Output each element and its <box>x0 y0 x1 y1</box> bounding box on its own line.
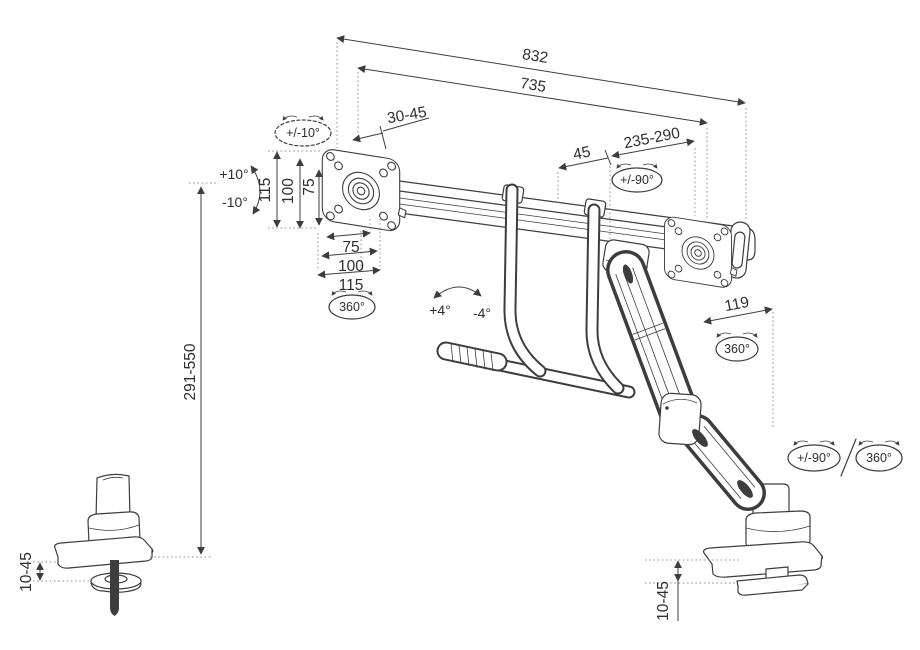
badge-pm90-arm <box>611 163 663 193</box>
lower-arm-line <box>689 437 742 500</box>
lower-arm-line <box>703 425 756 488</box>
tilt-plus4-label: +4° <box>429 302 451 318</box>
badge-360-base-label: 360° <box>866 451 892 465</box>
badge-slash <box>840 438 857 477</box>
badge-pm10-label: +/-10° <box>286 126 320 140</box>
tilt-minus4-label: -4° <box>473 305 491 321</box>
rotation-badges <box>274 115 903 477</box>
arm-piston-line <box>632 267 685 408</box>
badge-pm90-arm-label: +/-90° <box>620 173 654 187</box>
badge-pm10 <box>274 115 332 147</box>
desk-clamp-base <box>703 510 823 596</box>
dim-30-45-label: 30-45 <box>386 104 428 128</box>
clamp-range-left-label: 10-45 <box>18 552 35 592</box>
badge-pm90-base-label: +/-90° <box>797 451 831 465</box>
elbow-screw <box>665 406 669 410</box>
tilt-minus10-label: -10° <box>222 194 248 210</box>
dim-45-line <box>558 157 609 171</box>
dim-45-tick <box>604 149 612 166</box>
dim-115h-line <box>317 266 381 279</box>
badge-360-vesa <box>328 290 376 320</box>
elbow-shade <box>692 429 708 447</box>
dim-45-label: 45 <box>572 144 592 164</box>
vesa-height-75-label: 75 <box>301 178 318 195</box>
elbow-joint <box>658 392 753 498</box>
badge-360-elbow <box>715 332 759 362</box>
lower-arm-shade <box>737 480 753 498</box>
handle-right-tube-core <box>587 205 623 393</box>
dim-30-45-tick <box>379 125 387 150</box>
dim-height-label: 291-550 <box>182 343 199 400</box>
badge-360-vesa-label: 360° <box>339 300 365 314</box>
tilt-10-arc <box>250 165 261 215</box>
washer-rim <box>90 582 142 593</box>
dim-75h-line <box>326 229 371 241</box>
tilt-4-arc <box>433 286 482 299</box>
dim-235-290-label: 235-290 <box>622 125 681 153</box>
dim-235-290-line <box>611 138 695 159</box>
handle-grip-ribs <box>450 343 494 372</box>
arm-segment-seam <box>632 322 663 335</box>
base-collar-seam <box>745 525 811 532</box>
arm-top-shade <box>622 264 634 284</box>
elbow-cylinder <box>658 392 702 446</box>
handle-grip-core <box>438 343 506 370</box>
qr-lever-slot <box>731 231 746 269</box>
arm-segment-seam <box>634 328 666 341</box>
handle-left-tube-core <box>505 185 545 376</box>
rail-end-cap <box>747 227 756 261</box>
grommet-mount <box>54 473 154 616</box>
arm-body-core <box>609 253 695 427</box>
arm-piston-line <box>622 271 676 412</box>
vesa-width-75-label: 75 <box>342 239 359 256</box>
grommet-pole <box>95 475 131 521</box>
badge-360-base <box>855 440 903 472</box>
tilt-plus10-label: +10° <box>219 166 248 182</box>
arm-piston-line <box>615 273 669 415</box>
badge-pm90-base <box>787 440 841 472</box>
dim-119-label: 119 <box>723 294 751 315</box>
grommet-plate-front <box>57 548 153 569</box>
badge-360-elbow-label: 360° <box>724 342 750 356</box>
dim-119-line <box>703 306 773 325</box>
dim-30-45-leader <box>382 117 430 132</box>
clamp-jaw-front <box>737 583 809 596</box>
grommet-pole-top <box>96 473 130 479</box>
grommet-pole-rim <box>102 476 124 481</box>
dim-735-line <box>357 65 708 126</box>
vesa-width-100-label: 100 <box>338 258 364 275</box>
right-vesa-plate <box>663 215 738 291</box>
dim-832-label: 832 <box>521 46 549 67</box>
clamp-range-right-label: 10-45 <box>655 581 672 621</box>
dim-30-45-line <box>352 132 384 143</box>
dimension-lines <box>36 35 773 621</box>
vesa-height-115-label: 115 <box>257 178 274 203</box>
elbow-top-arc <box>662 398 698 405</box>
dim-100h-line <box>321 247 378 260</box>
vesa-height-100-label: 100 <box>280 178 297 204</box>
handle-bar <box>436 183 636 399</box>
vesa-width-115-label: 115 <box>339 277 364 294</box>
grommet-collar-seam <box>88 524 140 531</box>
threaded-rod <box>110 560 119 616</box>
left-vesa-plate <box>321 147 407 234</box>
dim-735-label: 735 <box>519 75 547 96</box>
